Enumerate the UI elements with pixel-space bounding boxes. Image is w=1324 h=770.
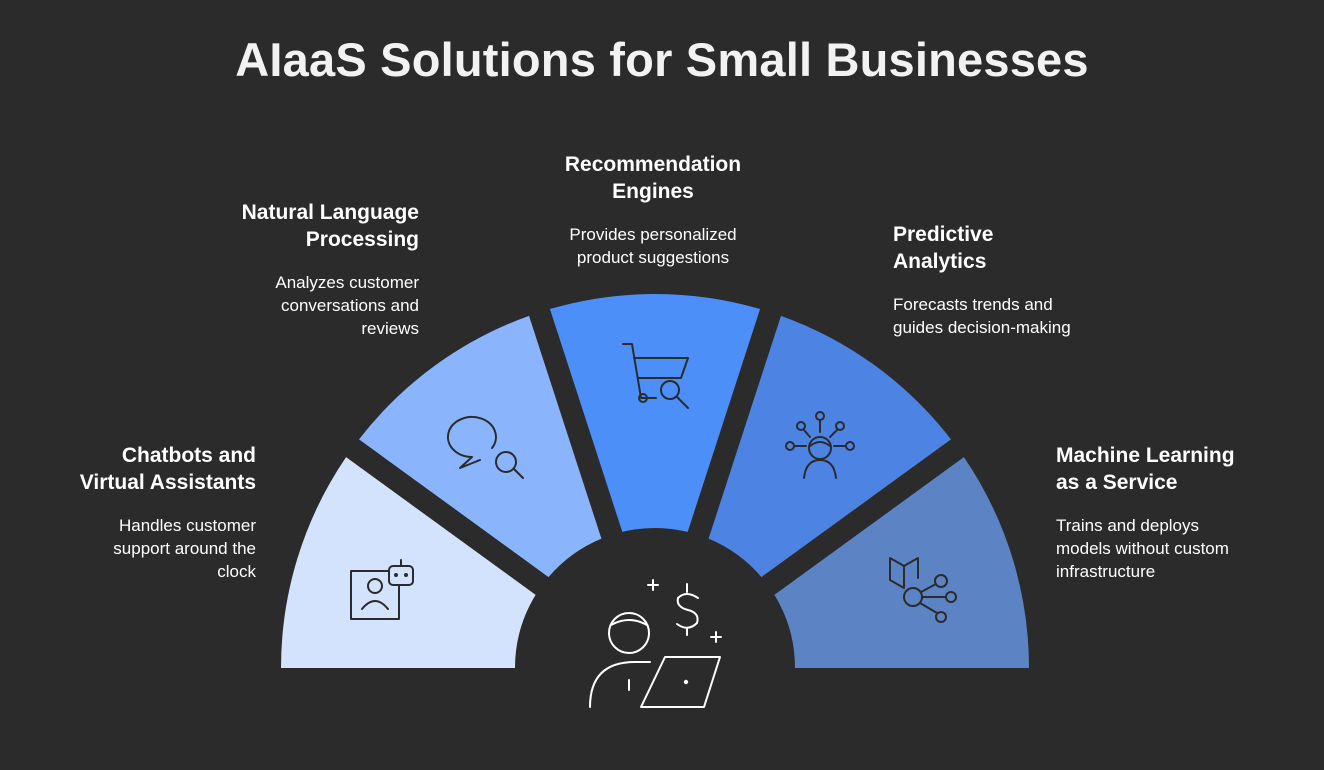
heading-chatbots-line2: Virtual Assistants xyxy=(79,471,256,494)
segment-recommendation xyxy=(549,294,761,532)
heading-rec-line1: Recommendation xyxy=(564,153,742,176)
desc-line: Analyzes customer xyxy=(275,273,419,292)
heading-chatbots: Chatbots and Virtual Assistants xyxy=(16,442,256,496)
desc-line: guides decision-making xyxy=(893,318,1071,337)
heading-chatbots-line1: Chatbots and xyxy=(121,444,256,467)
page-title: AIaaS Solutions for Small Businesses xyxy=(235,33,1089,86)
desc-line: support around the xyxy=(113,539,256,558)
heading-nlp-line1: Natural Language xyxy=(241,201,419,224)
desc-nlp: Analyzes customer conversations and revi… xyxy=(189,271,419,340)
label-mlaas: Machine Learning as a Service Trains and… xyxy=(1056,442,1296,583)
heading-nlp-line2: Processing xyxy=(305,228,419,251)
desc-line: Trains and deploys xyxy=(1056,516,1200,535)
label-predictive: Predictive Analytics Forecasts trends an… xyxy=(893,221,1133,339)
heading-mlaas-line1: Machine Learning xyxy=(1056,444,1235,467)
segment-nlp xyxy=(359,315,602,578)
desc-line: Handles customer xyxy=(118,516,256,535)
desc-line: clock xyxy=(217,562,256,581)
heading-pred-line1: Predictive xyxy=(893,223,994,246)
heading-recommendation: Recommendation Engines xyxy=(543,151,763,205)
desc-chatbots: Handles customer support around the cloc… xyxy=(16,514,256,583)
desc-line: reviews xyxy=(361,319,419,338)
segment-mlaas xyxy=(774,457,1029,668)
heading-rec-line2: Engines xyxy=(612,180,694,203)
label-chatbots: Chatbots and Virtual Assistants Handles … xyxy=(16,442,256,583)
center-hub xyxy=(517,530,793,770)
desc-recommendation: Provides personalized product suggestion… xyxy=(543,223,763,269)
desc-line: models without custom xyxy=(1056,539,1229,558)
desc-mlaas: Trains and deploys models without custom… xyxy=(1056,514,1296,583)
desc-line: infrastructure xyxy=(1056,562,1156,581)
cart-search-icon xyxy=(622,343,689,409)
desc-predictive: Forecasts trends and guides decision-mak… xyxy=(893,293,1133,339)
label-recommendation: Recommendation Engines Provides personal… xyxy=(543,151,763,269)
book-network-icon xyxy=(889,557,957,623)
heading-mlaas: Machine Learning as a Service xyxy=(1056,442,1296,496)
heading-mlaas-line2: as a Service xyxy=(1056,471,1178,494)
segment-chatbots xyxy=(281,457,536,668)
heading-predictive: Predictive Analytics xyxy=(893,221,1133,275)
desc-line: product suggestions xyxy=(576,248,730,267)
heading-nlp: Natural Language Processing xyxy=(189,199,419,253)
desc-line: Provides personalized xyxy=(569,225,737,244)
businessman-laptop-dollar-icon xyxy=(589,579,722,708)
label-nlp: Natural Language Processing Analyzes cus… xyxy=(189,199,419,340)
robot-user-icon xyxy=(350,559,414,620)
heading-pred-line2: Analytics xyxy=(893,250,987,273)
desc-line: Forecasts trends and xyxy=(893,295,1053,314)
desc-line: conversations and xyxy=(281,296,419,315)
chat-search-icon xyxy=(447,416,524,479)
person-network-icon xyxy=(785,411,855,479)
